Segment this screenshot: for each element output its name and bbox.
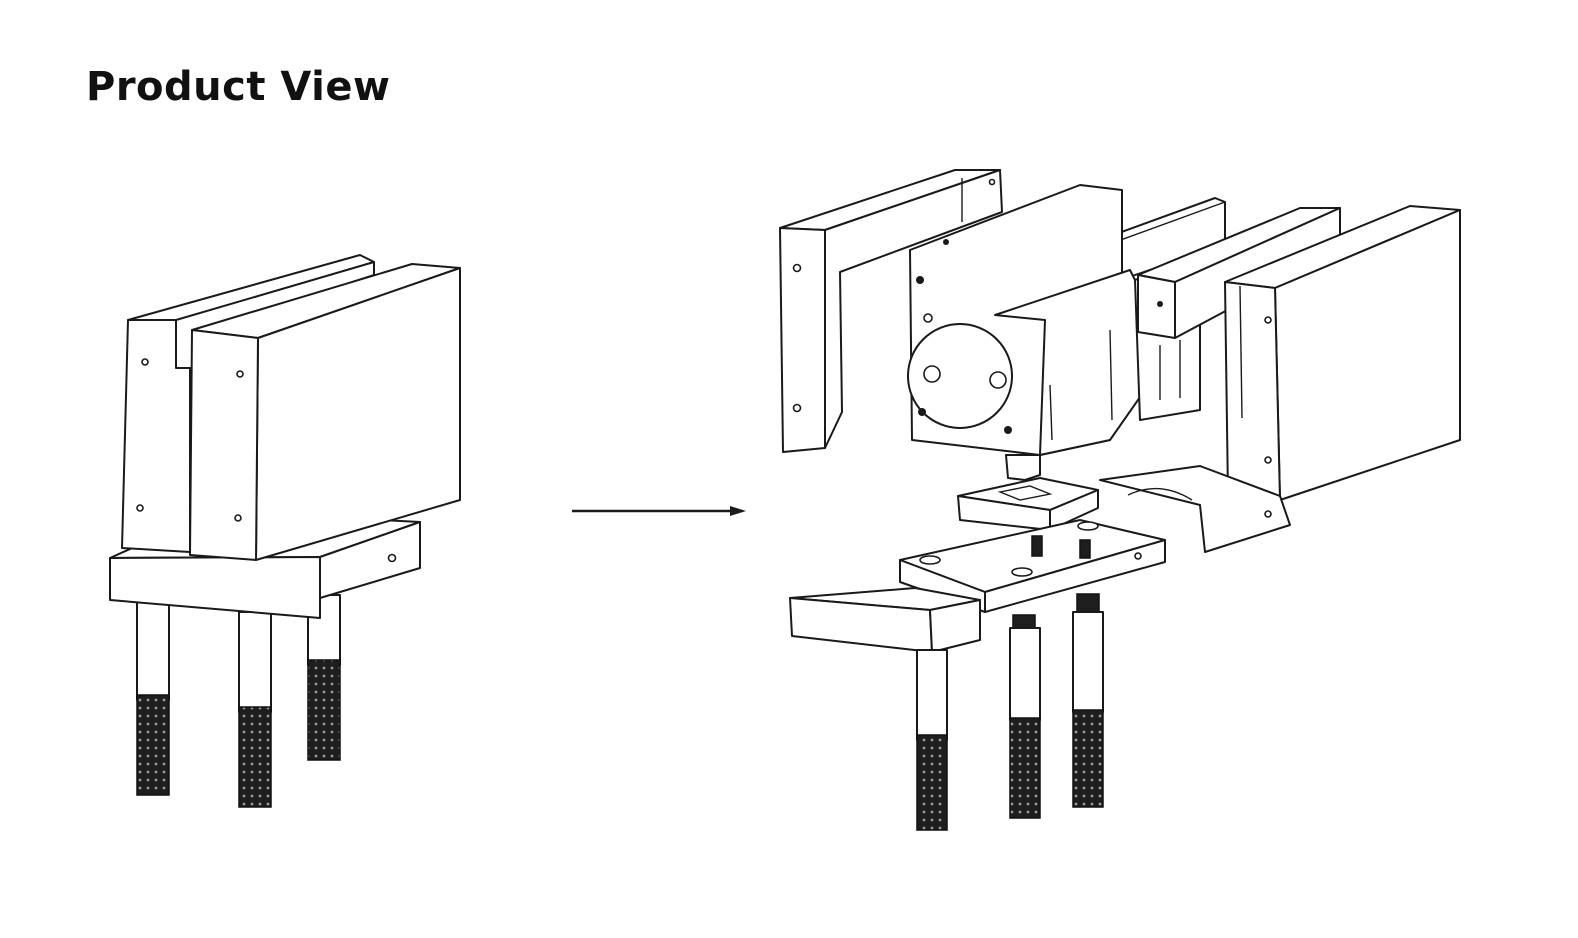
support-rod-right xyxy=(307,594,341,761)
nozzle-guide-block xyxy=(957,477,1099,531)
support-rod-left xyxy=(136,599,170,796)
exploded-rod-middle xyxy=(1009,614,1041,819)
left-housing-plate xyxy=(121,254,375,553)
exploded-product xyxy=(779,169,1461,831)
base-tray xyxy=(1099,465,1291,553)
assembled-product xyxy=(109,254,461,808)
exploded-rod-left xyxy=(916,649,948,831)
left-side-plate xyxy=(779,169,1003,453)
mounting-plate xyxy=(899,519,1166,613)
base-block xyxy=(109,519,421,619)
motor-housing xyxy=(907,184,1146,481)
page-title: Product View xyxy=(86,64,391,110)
exploded-rod-right xyxy=(1072,593,1104,808)
support-rod-middle xyxy=(238,611,272,808)
handle-block xyxy=(789,587,981,653)
right-housing-body xyxy=(189,263,461,561)
right-side-plate xyxy=(1224,205,1461,501)
arrow-right-icon xyxy=(572,506,746,516)
